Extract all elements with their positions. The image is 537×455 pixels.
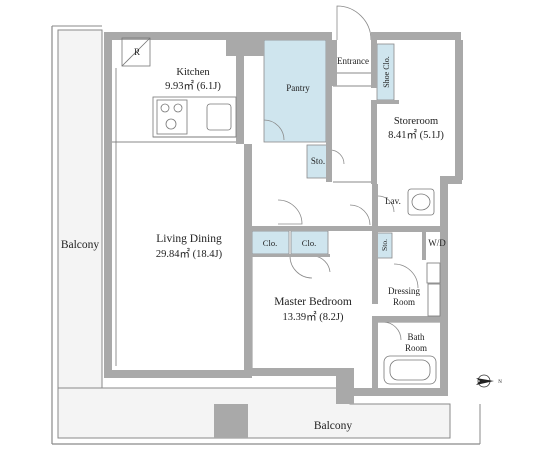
wall-storeroom-west: [371, 100, 377, 184]
shoe-closet-label: Shoe Clo.: [382, 56, 391, 88]
wall-shoe-closet-south: [377, 100, 399, 104]
wall-north-right: [377, 32, 461, 40]
refrigerator-label: R: [134, 47, 140, 57]
storage-door-swing: [329, 149, 345, 165]
fixtures: [115, 37, 441, 385]
wall-east-upper: [455, 40, 463, 180]
dressing-door-swing: [393, 263, 419, 289]
balcony-unit: [214, 404, 248, 438]
door-swings: [263, 5, 419, 341]
compass-label: N: [498, 380, 502, 385]
wall-east-step: [440, 176, 462, 184]
burner-1: [160, 103, 170, 113]
entrance-door-swing: [336, 5, 372, 41]
lavatory-bowl: [411, 193, 431, 211]
entrance-label: Entrance: [337, 56, 369, 66]
wall-lav-south: [378, 226, 440, 232]
storage-fills: [251, 39, 395, 259]
storeroom-label: Storeroom: [394, 116, 438, 127]
stove-top: [156, 99, 188, 135]
pantry-door-swing: [263, 119, 285, 141]
wall-hall-east: [372, 184, 378, 304]
kitchen-sink: [206, 103, 232, 131]
wall-north-mid: [226, 32, 264, 56]
bath-room-label-2: Room: [405, 343, 427, 353]
bathtub: [383, 355, 437, 385]
refrigerator-diag: [121, 37, 151, 67]
bath-room-label-1: Bath: [408, 332, 425, 342]
wall-east-lower: [440, 184, 448, 394]
pantry-label: Pantry: [286, 83, 310, 93]
compass: N: [476, 374, 502, 388]
lavatory-basin: [407, 188, 435, 216]
wall-dressing-south: [372, 316, 448, 322]
compass-arrow-icon: [476, 378, 494, 385]
balcony-areas: [51, 25, 481, 445]
wall-south-bedroom: [244, 368, 352, 376]
lavatory-label: Lav.: [385, 196, 401, 206]
walls: [104, 32, 463, 404]
storeroom-area: 8.41㎡ (5.1J): [388, 129, 444, 141]
kitchen-area: 9.93㎡ (6.1J): [165, 80, 221, 92]
wall-south-bath: [354, 388, 448, 396]
storage-bath-label: Sto.: [380, 239, 389, 251]
closet-door-swing: [313, 255, 331, 273]
closet-1-label: Clo.: [263, 238, 277, 248]
wall-bedroom-column: [336, 368, 354, 404]
wall-bedroom-north: [252, 254, 330, 257]
wall-north-pantry: [264, 32, 332, 40]
wall-closet-north: [252, 226, 376, 231]
burner-3: [165, 118, 177, 130]
wall-pantry-east: [326, 40, 332, 182]
room-labels: R Kitchen 9.93㎡ (6.1J) Pantry Entrance S…: [61, 47, 446, 432]
wall-kitchen-east: [236, 56, 244, 144]
living-dining-area: 29.84㎡ (18.4J): [156, 248, 223, 260]
burner-2: [173, 103, 183, 113]
bathtub-inner: [389, 359, 431, 381]
vanity-counter: [427, 283, 441, 317]
hall-door-swing-1: [277, 199, 303, 225]
kitchen-counter: [152, 96, 237, 138]
kitchen-label: Kitchen: [176, 67, 210, 78]
wall-living-bedroom: [244, 144, 252, 376]
dressing-room-label-1: Dressing: [388, 286, 420, 296]
pantry-fill: [263, 39, 327, 143]
master-bedroom-label: Master Bedroom: [274, 296, 352, 308]
dressing-room-label-2: Room: [393, 297, 415, 307]
storage-small-label: Sto.: [311, 156, 325, 166]
lav-door-swing: [377, 195, 395, 213]
balcony-south-label: Balcony: [314, 420, 353, 432]
balcony-west-floor: [57, 29, 103, 389]
wall-entrance-west: [332, 40, 337, 86]
living-dining-label: Living Dining: [156, 233, 222, 245]
washer-dryer-label: W/D: [428, 238, 446, 248]
balcony-west-label: Balcony: [61, 239, 100, 251]
wall-west: [104, 32, 112, 378]
closet-2-label: Clo.: [302, 238, 316, 248]
bath-door-swing: [382, 321, 402, 341]
wall-entrance-east: [371, 32, 377, 88]
master-bedroom-area: 13.39㎡ (8.2J): [283, 311, 344, 323]
wall-bath-west: [372, 322, 378, 388]
wall-north-left: [104, 32, 226, 40]
wall-south-living: [104, 370, 252, 378]
washer-box: [426, 262, 441, 284]
wall-wd-west: [422, 232, 426, 260]
hall-door-swing-2: [349, 204, 371, 226]
bedroom-door-swing: [289, 255, 313, 279]
refrigerator-box: [121, 37, 151, 67]
